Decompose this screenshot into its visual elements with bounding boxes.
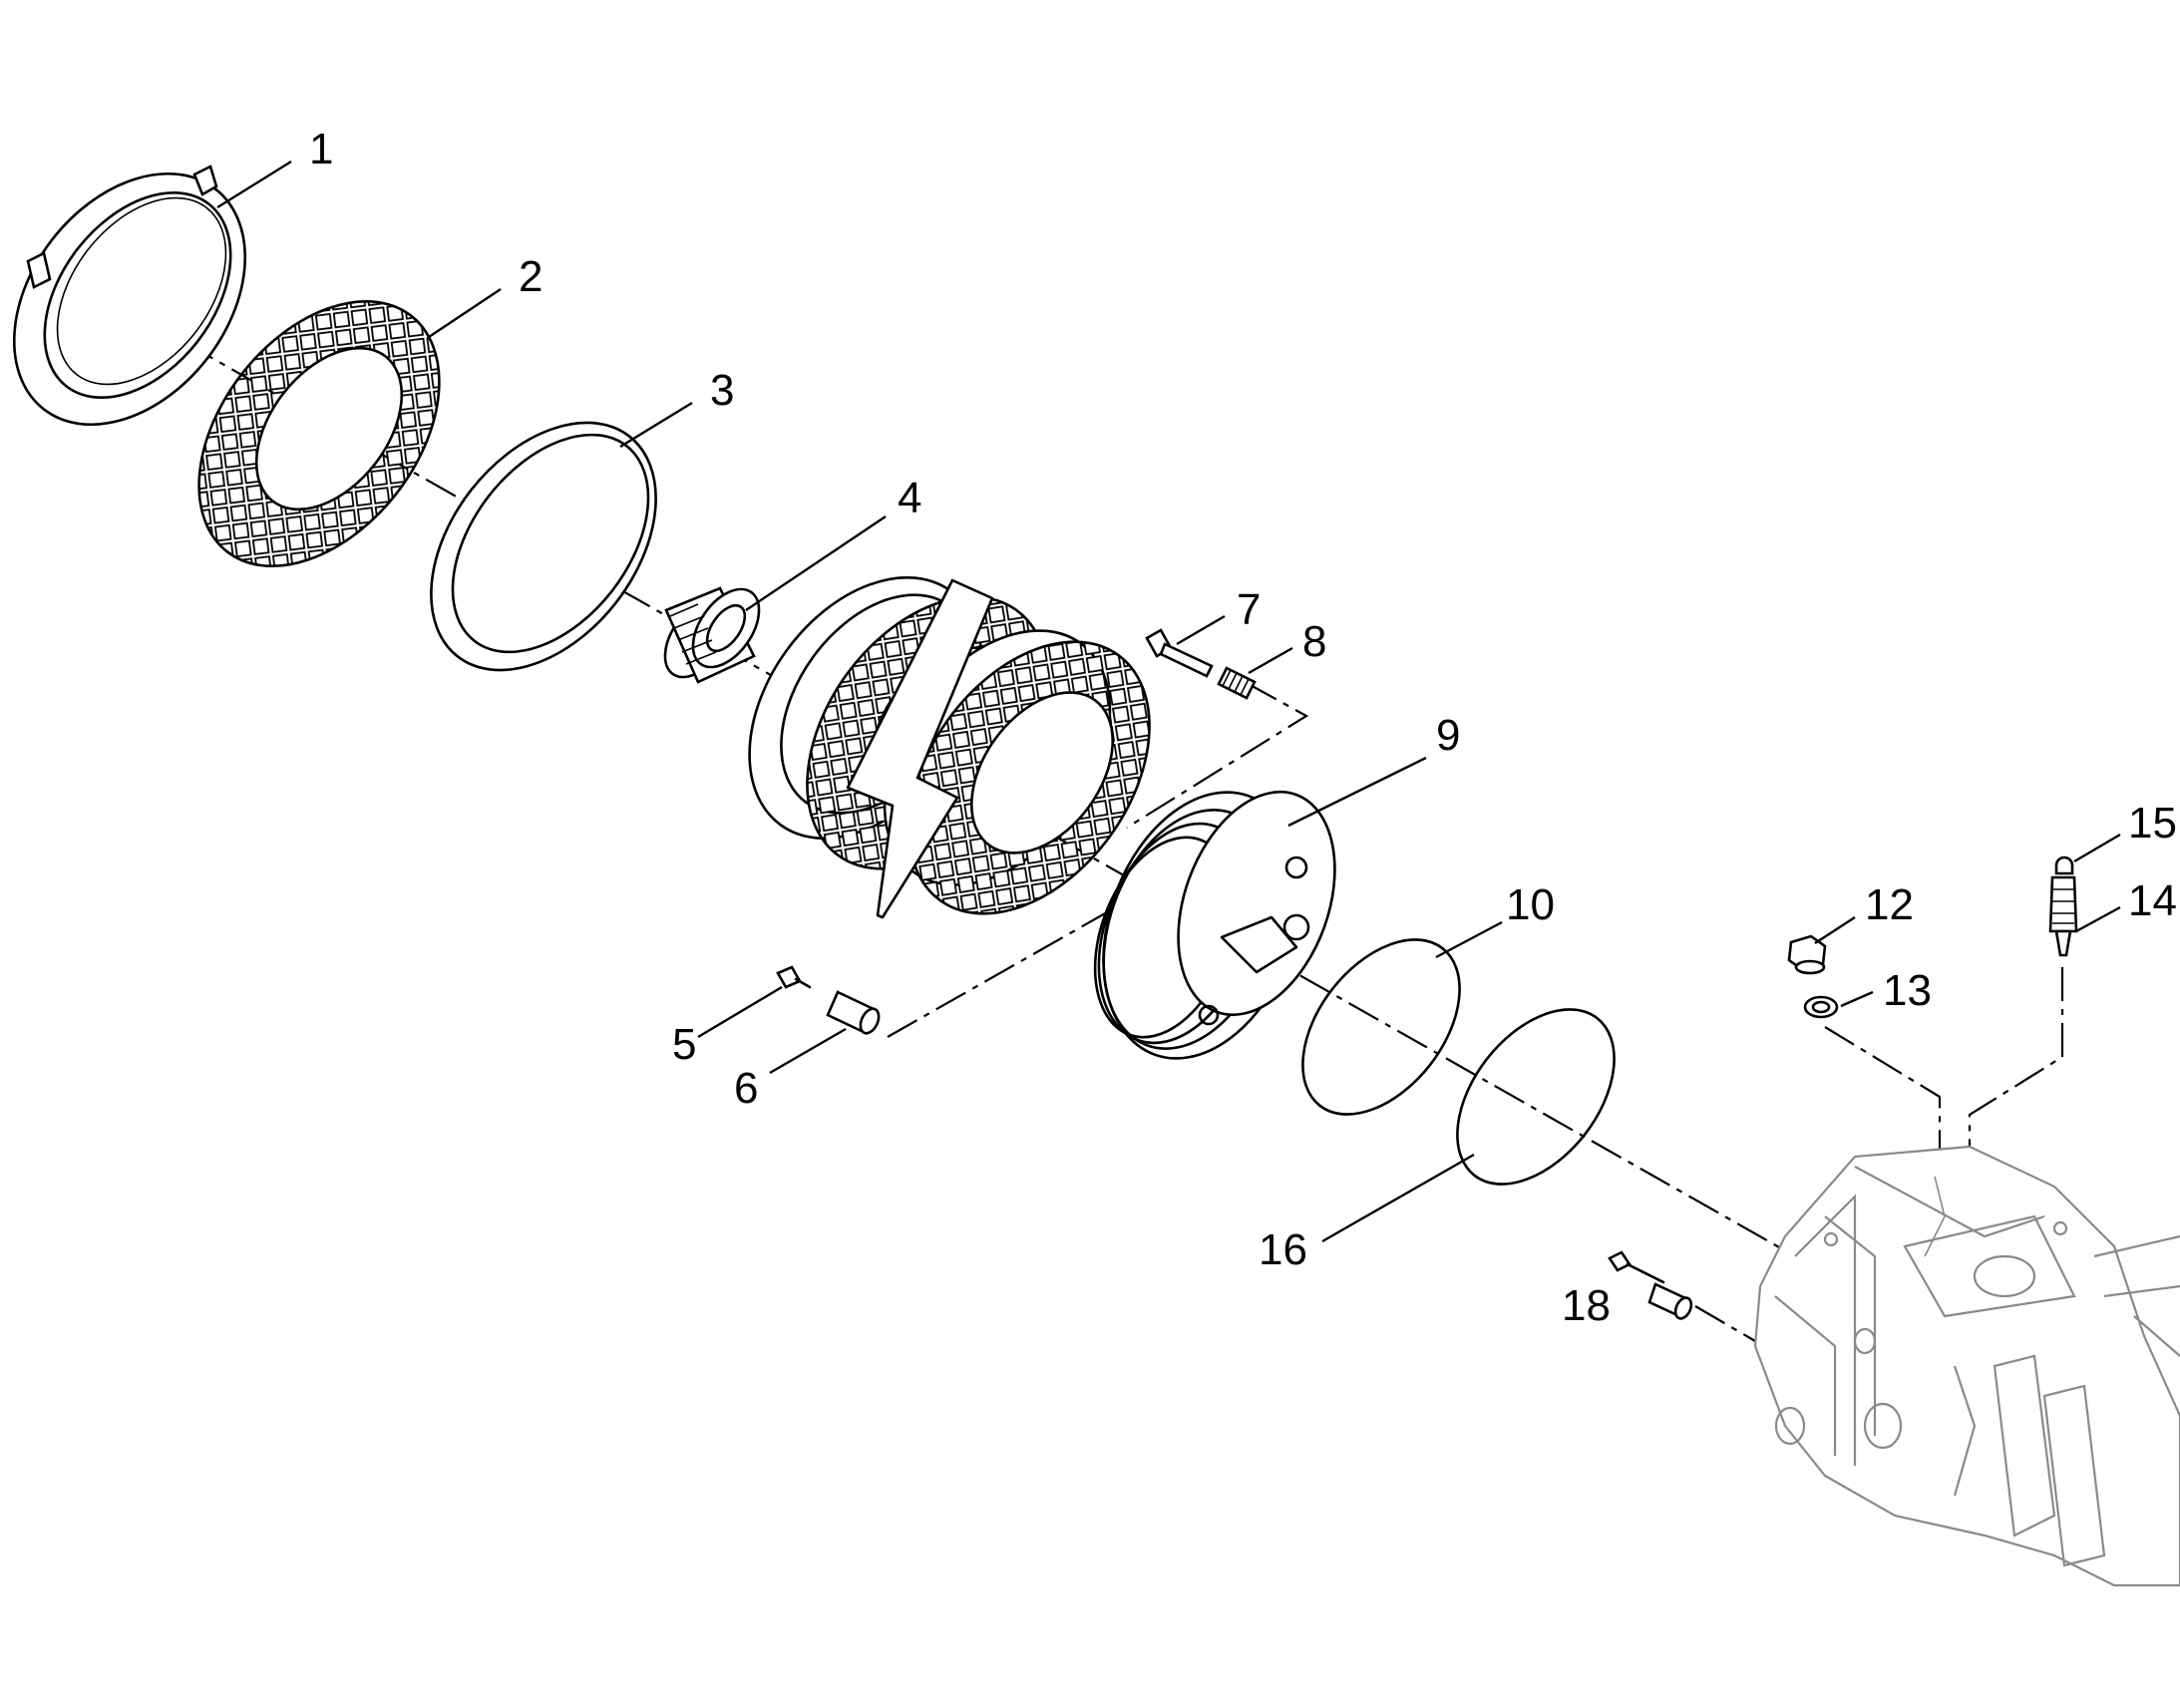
part-14-fitting [2048,875,2078,957]
part-1-retaining-ring [12,165,247,427]
part-15-cap [2054,855,2074,875]
callout-4: 4 [898,474,921,522]
callout-5: 5 [672,1020,696,1069]
callout-3: 3 [710,366,734,415]
callout-9: 9 [1436,711,1460,760]
part-13-washer [1803,995,1839,1019]
axle-housing [1753,1145,2180,1587]
part-16-o-ring [1456,1008,1616,1186]
callout-13: 13 [1883,966,1932,1015]
part-18-screw-sleeve [1608,1250,1693,1320]
leader-lines [216,160,2121,1243]
part-12-plug [1787,934,1827,975]
callout-numbers: 1 2 3 4 7 8 9 10 12 13 15 14 5 6 16 18 [309,125,2177,1330]
part-4-splined-hub [663,586,761,684]
part-7-bolt [1145,628,1214,678]
callout-7: 7 [1237,585,1261,634]
part-6-pin [826,990,881,1035]
callout-16: 16 [1259,1225,1307,1274]
part-8-spring [1217,666,1257,700]
part-5-screw [776,965,812,989]
callout-8: 8 [1302,617,1326,666]
part-2-friction-disc [197,299,441,568]
callout-15: 15 [2128,799,2177,848]
callout-12: 12 [1865,880,1914,929]
callout-10: 10 [1506,880,1555,929]
callout-1: 1 [309,125,333,173]
callout-18: 18 [1562,1281,1611,1330]
callout-14: 14 [2128,876,2177,925]
part-9-piston [1093,790,1336,1060]
callout-2: 2 [519,252,543,301]
disc-pack [748,576,1151,919]
part-10-o-ring [1301,938,1461,1116]
callout-6: 6 [734,1064,758,1113]
part-3-steel-plate [430,421,657,672]
